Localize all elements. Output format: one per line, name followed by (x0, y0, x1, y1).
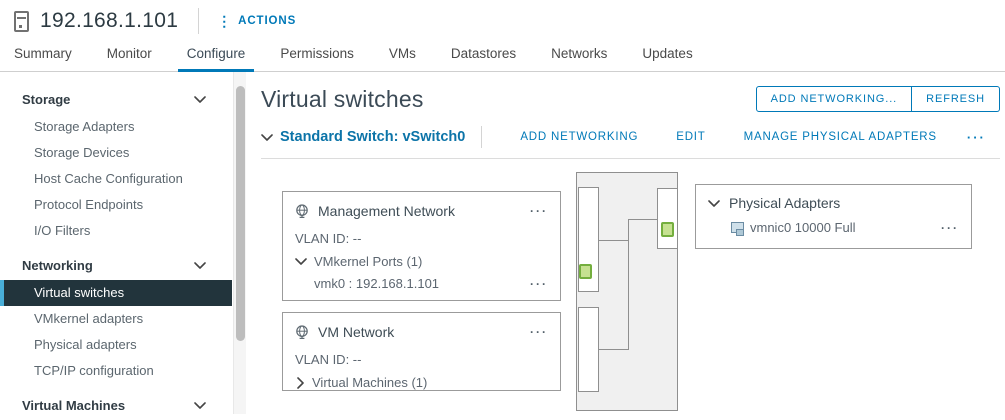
tab-datastores[interactable]: Datastores (450, 46, 517, 61)
toolbar-divider (481, 126, 483, 148)
sidebar-section-networking: Networking Virtual switches VMkernel ada… (0, 250, 246, 384)
uplink-port-icon (661, 222, 674, 237)
actions-button[interactable]: ⋮ ACTIONS (217, 14, 296, 28)
sidebar-item-protocol-endpoints[interactable]: Protocol Endpoints (34, 197, 144, 212)
actions-label: ACTIONS (238, 15, 297, 27)
content-title: Virtual switches (261, 86, 424, 112)
virtual-machines-label: Virtual Machines (1) (312, 375, 428, 390)
vlan-id-row: VLAN ID: -- (295, 231, 362, 246)
switch-edit-link[interactable]: EDIT (676, 131, 706, 143)
sidebar-item-storage-adapters[interactable]: Storage Adapters (34, 119, 135, 134)
connector-line (628, 219, 629, 350)
nic-adapter-icon (731, 222, 744, 236)
chevron-down-icon (194, 94, 206, 105)
tab-vms[interactable]: VMs (388, 46, 416, 61)
vmkernel-ports-label: VMkernel Ports (1) (314, 254, 423, 269)
sidebar-header-networking[interactable]: Networking (0, 250, 232, 280)
tab-bar: Summary Monitor Configure Permissions VM… (0, 42, 1005, 72)
add-networking-button[interactable]: ADD NETWORKING... (755, 86, 913, 112)
chevron-down-icon (295, 256, 307, 267)
vmk0-row: vmk0 : 192.168.1.101 ··· (295, 276, 548, 291)
tab-permissions[interactable]: Permissions (280, 46, 354, 61)
sidebar-scrollbar[interactable] (233, 72, 246, 414)
section-divider (261, 158, 1000, 159)
host-icon (14, 10, 29, 32)
sidebar-item-virtual-switches[interactable]: Virtual switches (0, 280, 232, 306)
switch-more-actions-icon[interactable]: ··· (966, 129, 986, 145)
refresh-button[interactable]: REFRESH (912, 86, 1000, 112)
switch-title: Standard Switch: vSwitch0 (280, 129, 466, 145)
sidebar: Storage Storage Adapters Storage Devices… (0, 72, 246, 414)
sidebar-section-storage: Storage Storage Adapters Storage Devices… (0, 84, 246, 244)
tab-monitor[interactable]: Monitor (106, 46, 152, 61)
tab-configure[interactable]: Configure (177, 46, 254, 72)
chevron-right-icon (295, 376, 305, 389)
vlan-id-row: VLAN ID: -- (295, 352, 362, 367)
chevron-down-icon (194, 400, 206, 411)
switch-manage-physical-adapters-link[interactable]: MANAGE PHYSICAL ADAPTERS (743, 131, 937, 143)
switch-topology-diagram: Management Network ··· VLAN ID: -- VMker… (259, 159, 1000, 411)
sidebar-item-host-cache-configuration[interactable]: Host Cache Configuration (34, 171, 183, 186)
switch-add-networking-link[interactable]: ADD NETWORKING (520, 131, 639, 143)
sidebar-section-virtual-machines: Virtual Machines (0, 390, 246, 420)
sidebar-item-tcpip-configuration[interactable]: TCP/IP configuration (34, 363, 154, 378)
vmk0-label: vmk0 : 192.168.1.101 (314, 276, 440, 291)
portgroup-management-network: Management Network ··· VLAN ID: -- VMker… (282, 191, 561, 301)
sidebar-item-io-filters[interactable]: I/O Filters (34, 223, 91, 238)
virtual-machines-row[interactable]: Virtual Machines (1) (295, 375, 548, 390)
chevron-down-icon (708, 198, 720, 209)
sidebar-header-label: Storage (22, 91, 71, 107)
portgroup-vm-network: VM Network ··· VLAN ID: -- Virtual Machi… (282, 312, 561, 391)
portgroup-more-actions-icon[interactable]: ··· (530, 325, 548, 339)
chevron-down-icon[interactable] (261, 132, 273, 143)
network-globe-icon (295, 204, 309, 218)
connector-line (599, 240, 629, 241)
vmk0-more-actions-icon[interactable]: ··· (530, 276, 548, 291)
sidebar-header-label: Virtual Machines (22, 397, 126, 413)
network-globe-icon (295, 325, 309, 339)
vmkernel-ports-row[interactable]: VMkernel Ports (1) (295, 254, 548, 269)
physical-adapters-header[interactable]: Physical Adapters (708, 192, 959, 214)
connector-line (628, 219, 658, 220)
port-slot (578, 307, 599, 392)
sidebar-header-label: Networking (22, 257, 93, 273)
port-slot (657, 188, 678, 249)
portgroup-title: VM Network (318, 324, 395, 340)
header-button-group: ADD NETWORKING... REFRESH (755, 86, 1000, 112)
app-header: 192.168.1.101 ⋮ ACTIONS (0, 0, 1005, 42)
physical-adapters-title: Physical Adapters (729, 195, 841, 211)
vmnic0-more-actions-icon[interactable]: ··· (941, 220, 959, 235)
sidebar-scrollbar-thumb[interactable] (236, 86, 245, 341)
page-title: 192.168.1.101 (40, 9, 179, 32)
tab-updates[interactable]: Updates (642, 46, 693, 61)
physical-adapters-box: Physical Adapters vmnic0 10000 Full ··· (695, 184, 972, 249)
vmnic0-row: vmnic0 10000 Full ··· (708, 220, 959, 236)
switch-toolbar: Standard Switch: vSwitch0 ADD NETWORKING… (261, 123, 1000, 151)
sidebar-item-vmkernel-adapters[interactable]: VMkernel adapters (34, 311, 144, 326)
header-divider (198, 8, 200, 34)
chevron-down-icon (194, 260, 206, 271)
sidebar-header-virtual-machines[interactable]: Virtual Machines (0, 390, 232, 420)
tab-networks[interactable]: Networks (551, 46, 608, 61)
connector-line (599, 349, 629, 350)
tab-summary[interactable]: Summary (14, 46, 72, 61)
sidebar-header-storage[interactable]: Storage (0, 84, 232, 114)
sidebar-item-storage-devices[interactable]: Storage Devices (34, 145, 130, 160)
vmkernel-port-icon (579, 264, 592, 279)
vertical-dots-icon: ⋮ (217, 13, 233, 29)
portgroup-more-actions-icon[interactable]: ··· (530, 204, 548, 218)
portgroup-title: Management Network (318, 203, 455, 219)
main-content: Virtual switches ADD NETWORKING... REFRE… (246, 72, 1005, 414)
vmnic0-label: vmnic0 10000 Full (750, 220, 856, 235)
sidebar-item-physical-adapters[interactable]: Physical adapters (34, 337, 137, 352)
